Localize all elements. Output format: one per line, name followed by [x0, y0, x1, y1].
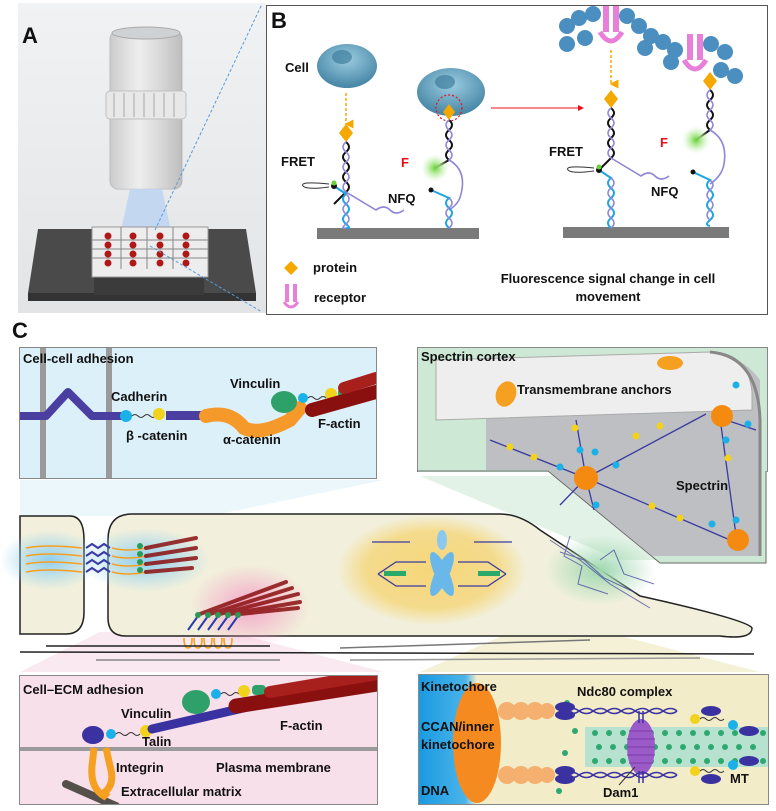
fret-label-right: FRET: [549, 144, 583, 159]
spectrin-node-icon: [574, 466, 598, 490]
ndc80-complex: [564, 707, 678, 783]
f-actin-label-cc: F-actin: [318, 416, 361, 431]
cell-label: Cell: [285, 60, 309, 75]
kinetochore-title: Kinetochore: [421, 679, 497, 694]
cell-ecm-adhesion-title: Cell–ECM adhesion: [23, 682, 144, 697]
panel-a-letter: A: [22, 23, 38, 48]
vinculin-shape-ecm: [182, 690, 210, 714]
cell-icon: [317, 44, 377, 88]
ndc80-label: Ndc80 complex: [577, 684, 673, 699]
integrin-label: Integrin: [116, 760, 164, 775]
ccan-label-line1: CCAN/inner: [421, 719, 494, 734]
vinculin-shape: [271, 391, 297, 413]
cell-cell-adhesion-title: Cell-cell adhesion: [23, 351, 134, 366]
transmembrane-anchors-label: Transmembrane anchors: [517, 382, 672, 397]
fret-label-left: FRET: [281, 154, 315, 169]
f-actin-shape: [305, 385, 376, 417]
plasma-membrane-line: [20, 747, 377, 751]
caption-line-1: Fluorescence signal change in cell: [500, 271, 716, 286]
ecm-fiber: [62, 780, 120, 804]
transmembrane-anchor-icon-2: [657, 356, 683, 370]
microtubule: [556, 700, 768, 794]
receptor-icons: [597, 6, 709, 72]
cell-surface-beads: [559, 6, 743, 84]
panel-b-letter: B: [271, 8, 287, 33]
spectrin-mesh: [549, 535, 655, 609]
spectrin-cortex-title: Spectrin cortex: [421, 349, 516, 364]
focal-adhesion-illustration: [20, 676, 377, 804]
alpha-catenin-label: α-catenin: [223, 432, 281, 447]
nfq-label-left: NFQ: [388, 191, 416, 206]
spectrin-label: Spectrin: [676, 478, 729, 493]
substrate-right: [563, 227, 729, 238]
ccan-shape: [453, 683, 501, 803]
f-actin-label-ecm: F-actin: [280, 718, 323, 733]
vinculin-label-cc: Vinculin: [230, 376, 281, 391]
mt-label: MT: [730, 771, 749, 786]
f-label-right: F: [660, 135, 668, 150]
integrin-shape: [100, 747, 116, 798]
legend-receptor-label: receptor: [314, 290, 367, 305]
nfq-label-right: NFQ: [651, 184, 679, 199]
f-actin-shape-ecm: [228, 676, 377, 714]
dna-label: DNA: [421, 783, 450, 798]
talin-label: Talin: [142, 734, 172, 749]
protein-diamond-icon: [339, 124, 353, 142]
vinculin-label-ecm: Vinculin: [121, 706, 172, 721]
cadherin-shape: [20, 388, 126, 420]
f-label-left: F: [401, 155, 409, 170]
ecm-label: Extracellular matrix: [121, 784, 242, 799]
cell-ecm-adhesion-box: Cell–ECM adhesion Vinculin F-actin Talin…: [19, 675, 378, 805]
panel-b: B Cell FRET F NFQ FRET F NFQ protein rec…: [266, 5, 768, 315]
cell-cell-adhesion-box: Cell-cell adhesion Cadherin β -catenin α…: [19, 347, 377, 479]
kinetochore-box: Kinetochore CCAN/inner kinetochore DNA N…: [418, 674, 769, 805]
transmembrane-anchor-icon: [495, 381, 517, 407]
alpha-catenin-shape: [199, 401, 307, 438]
dam1-label: Dam1: [603, 785, 639, 800]
kinetochore-illustration: [419, 675, 768, 804]
legend-receptor-icon: [282, 284, 300, 309]
panel-b-illustration: [282, 6, 743, 309]
substrate-left: [317, 228, 479, 239]
beta-catenin-label: β -catenin: [126, 428, 188, 443]
caption-line-2: movement: [575, 289, 641, 304]
panel-c-letter: C: [12, 318, 28, 343]
legend-protein-label: protein: [313, 260, 358, 275]
legend-protein-icon: [284, 261, 298, 275]
plasma-membrane-label: Plasma membrane: [216, 760, 331, 775]
cadherin-complex-illustration: [20, 348, 376, 478]
cadherin-label: Cadherin: [111, 389, 168, 404]
ccan-label-line2: kinetochore: [421, 737, 495, 752]
chromosome-icon: [430, 530, 454, 596]
